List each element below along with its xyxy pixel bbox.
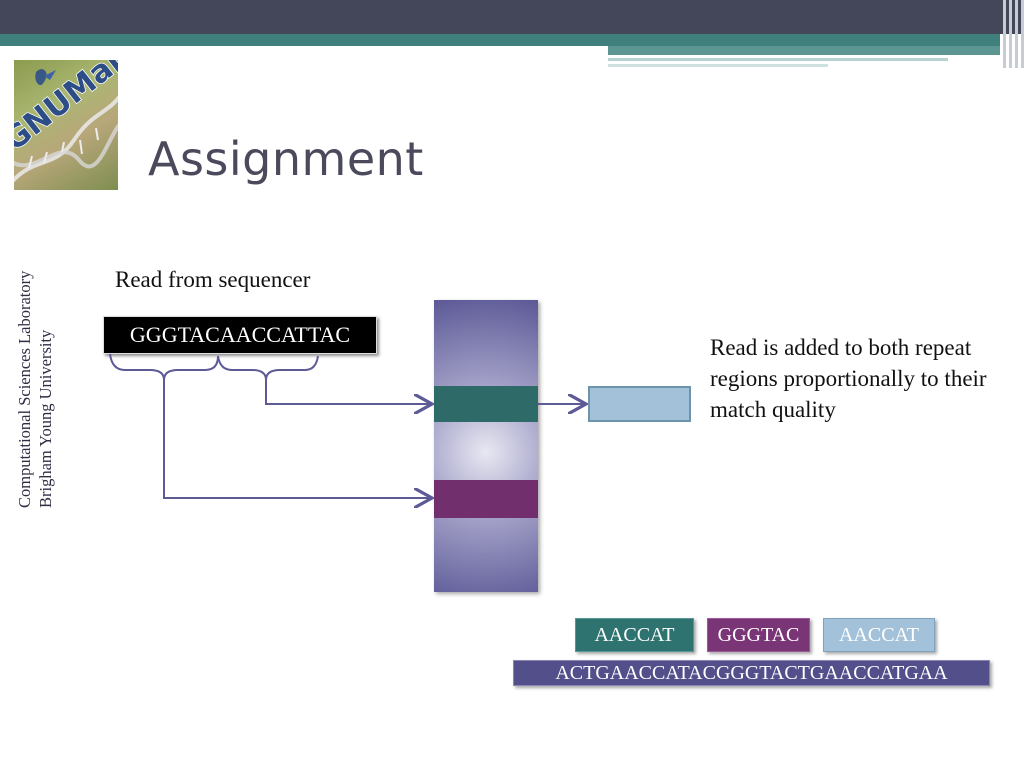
result-region-box: [588, 386, 691, 422]
slide-title: Assignment: [148, 132, 424, 186]
arrow-to-teal-band: [265, 380, 430, 404]
header-accent-bar: [0, 34, 1000, 46]
gnumap-logo: GNUMap: [14, 60, 118, 190]
chip-gggtac-purple: GGGTAC: [707, 618, 810, 652]
repeat-region-purple: [434, 480, 538, 518]
header-accent-extension: [608, 46, 1000, 55]
genome-bar: [434, 300, 538, 592]
header-divider-line-short: [608, 64, 828, 67]
header-divider-line: [608, 58, 948, 61]
chip-aaccat-teal: AACCAT: [575, 618, 694, 652]
read-label: Read from sequencer: [115, 267, 311, 292]
header-bar: [0, 0, 1024, 34]
explanation-text: Read is added to both repeat regions pro…: [710, 335, 987, 422]
brace-left: [109, 353, 219, 381]
read-sequence-box: GGGTACAACCATTAC: [103, 316, 377, 354]
arrow-to-purple-band: [163, 380, 430, 498]
reference-sequence-strip: ACTGAACCATACGGGTACTGAACCATGAA: [513, 660, 990, 686]
brace-right: [217, 355, 319, 381]
repeat-region-teal: [434, 386, 538, 422]
header-stripes: [998, 0, 1024, 68]
chip-aaccat-light: AACCAT: [823, 618, 935, 652]
